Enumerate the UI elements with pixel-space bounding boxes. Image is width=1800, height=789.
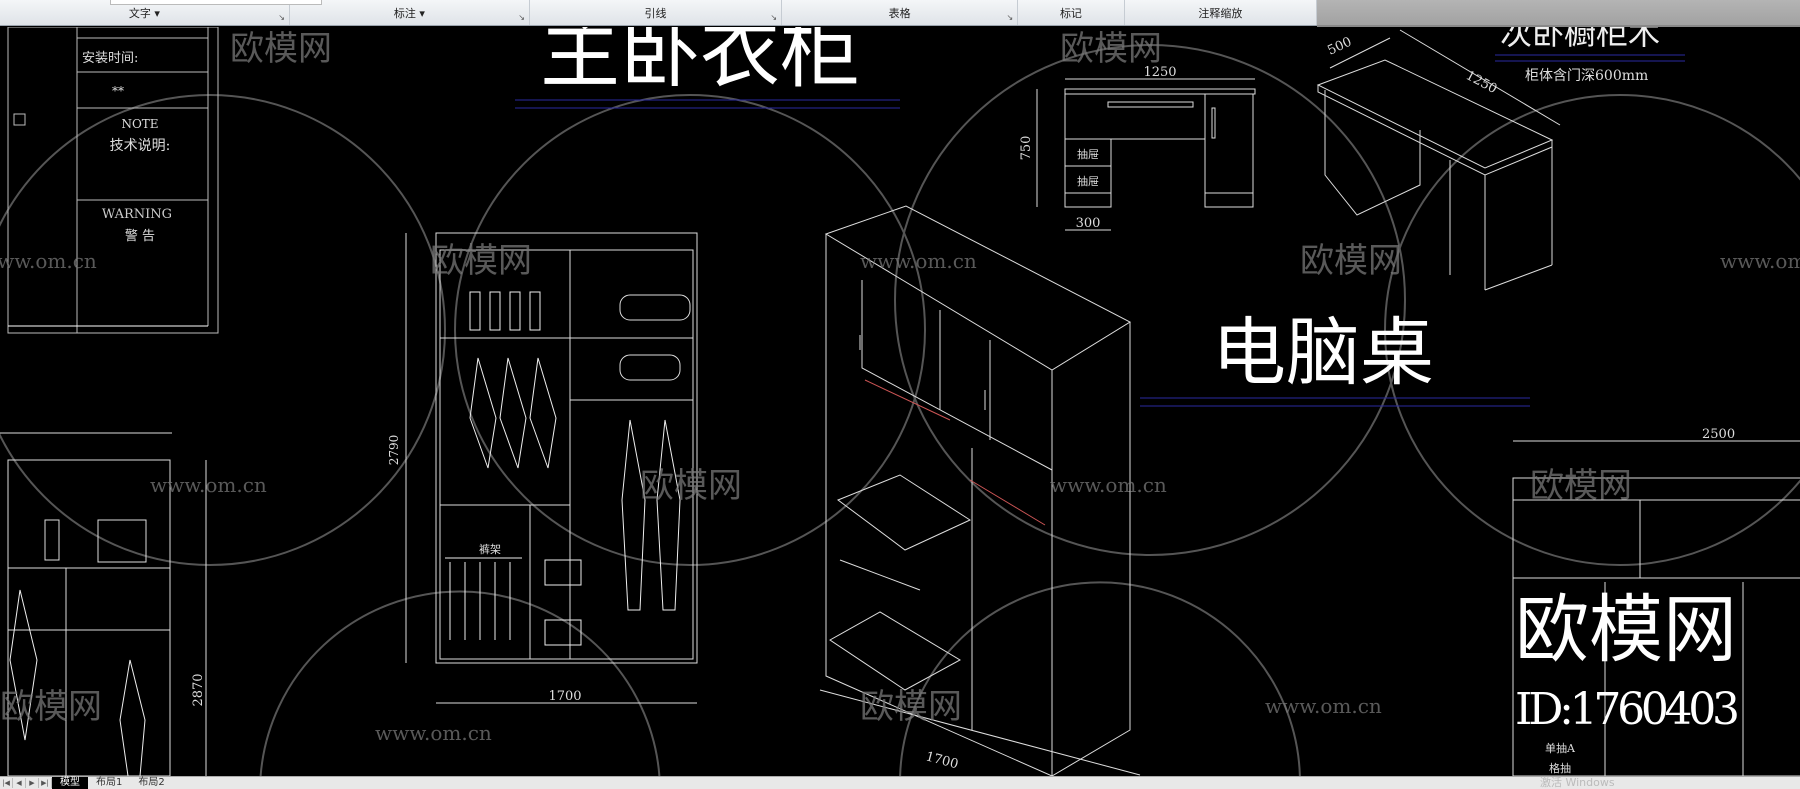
rack-label: 裤架 xyxy=(479,542,501,556)
watermark-logo: 欧模网 xyxy=(1060,29,1162,69)
desk-width-dim: 1250 xyxy=(1143,65,1176,80)
watermark-logo: 欧模网 xyxy=(1530,466,1632,506)
desk-front-elevation: 抽屉 抽屉 1250 750 300 xyxy=(1019,65,1256,231)
ribbon-empty-area xyxy=(1317,0,1800,27)
panel-launcher-icon[interactable]: ↘ xyxy=(1006,13,1014,22)
cabinet-note: 柜体含门深600mm xyxy=(1525,68,1648,84)
panel-launcher-icon[interactable]: ↘ xyxy=(278,13,285,22)
wardrobe-front-elevation: 裤架 2790 1700 xyxy=(387,232,698,704)
grid-drawer-label: 格抽 xyxy=(1549,761,1571,775)
drawer-label: 抽屉 xyxy=(1077,174,1099,188)
panel-label: 注释缩放 xyxy=(1198,6,1243,20)
iso-desk-width-dim: 1250 xyxy=(1463,68,1499,97)
watermark-url: www.om.cn xyxy=(375,721,492,745)
master-wardrobe-title: 主卧衣柜 xyxy=(540,27,860,99)
panel-label: 标记 xyxy=(1059,6,1082,20)
layout-tab-bar: |◀ ◀ ▶ ▶| 模型 布局1 布局2 激活 Windows xyxy=(0,776,1800,789)
watermark-big-logo: 欧模网 xyxy=(1515,587,1737,673)
tab-layout2[interactable]: 布局2 xyxy=(138,777,165,788)
ribbon-panel-annotation-scale[interactable]: 注释缩放 xyxy=(1125,0,1317,25)
drawer-label: 抽屉 xyxy=(1077,147,1099,161)
ribbon-input-box[interactable] xyxy=(110,0,322,5)
panel-label: 引线 xyxy=(644,6,667,20)
single-drawer-label: 单抽A xyxy=(1545,741,1576,755)
desk-height-dim: 750 xyxy=(1019,136,1034,161)
panel-launcher-icon[interactable]: ↘ xyxy=(770,13,778,22)
second-bedroom-title: 次卧橱柜木 xyxy=(1500,27,1660,52)
tab-model[interactable]: 模型 xyxy=(52,777,88,789)
tech-notes-label: 技术说明: xyxy=(110,138,171,154)
watermarks: 欧模网 欧模网 欧模网 欧模网 欧模网 欧模网 欧模网 欧模网 www.om.c… xyxy=(0,29,1800,745)
checkbox-icon xyxy=(13,113,26,126)
first-tab-icon[interactable]: |◀ xyxy=(0,778,13,788)
watermark-url: www.om.cn xyxy=(150,473,267,497)
tab-layout1[interactable]: 布局1 xyxy=(96,777,123,788)
annotation-ribbon: 文字 ▾ ↘ 标注 ▾ ↘ 引线 ↘ 表格 ↘ 标记 注释缩放 xyxy=(0,0,1317,26)
note-label: NOTE xyxy=(121,117,158,131)
watermark-logo: 欧模网 xyxy=(860,687,962,727)
watermark-id: ID:1760403 xyxy=(1515,684,1740,735)
ribbon-panel-leader[interactable]: 引线 ↘ xyxy=(530,0,783,25)
panel-label: 表格 xyxy=(888,6,911,20)
watermark-logo: 欧模网 xyxy=(640,466,742,506)
right-width-dim: 2500 xyxy=(1702,427,1735,442)
next-tab-icon[interactable]: ▶ xyxy=(26,778,39,788)
ribbon-panel-text[interactable]: 文字 ▾ ↘ xyxy=(0,0,290,25)
watermark-logo: 欧模网 xyxy=(230,29,332,69)
panel-label: 文字 ▾ xyxy=(128,6,160,20)
ribbon-panel-dimension[interactable]: 标注 ▾ ↘ xyxy=(290,0,530,25)
left-height-dim: 2870 xyxy=(191,673,206,706)
watermark-url: www.om.cn xyxy=(860,249,977,273)
iso-desk-depth-dim: 500 xyxy=(1325,35,1354,59)
watermark-logo: 欧模网 xyxy=(1300,241,1402,281)
watermark-logo: 欧模网 xyxy=(430,241,532,281)
warning-label: WARNING xyxy=(102,207,172,222)
watermark-url: www.om.cn xyxy=(1050,473,1167,497)
ribbon-panel-markup[interactable]: 标记 xyxy=(1018,0,1125,25)
watermark-logo: 欧模网 xyxy=(0,687,102,727)
activate-windows-text: 激活 Windows xyxy=(1540,776,1615,789)
desk-title: 电脑桌 xyxy=(1212,310,1434,396)
watermark-url: www.om.cn xyxy=(1720,249,1800,273)
wardrobe-height-dim: 2790 xyxy=(387,435,401,466)
cad-drawing: 安装时间: ** NOTE 技术说明: WARNING 警 告 主卧衣柜 电脑桌… xyxy=(0,27,1800,776)
last-tab-icon[interactable]: ▶| xyxy=(39,778,52,788)
wardrobe-width-dim: 1700 xyxy=(548,689,581,704)
stars-text: ** xyxy=(112,84,124,98)
watermark-url: www.om.cn xyxy=(0,249,97,273)
watermark-circles xyxy=(0,44,1800,776)
panel-launcher-icon[interactable]: ↘ xyxy=(518,13,525,22)
ribbon-panel-table[interactable]: 表格 ↘ xyxy=(782,0,1019,25)
iso-width-dim: 1700 xyxy=(924,749,960,772)
prev-tab-icon[interactable]: ◀ xyxy=(13,778,26,788)
desk-drawer-width-dim: 300 xyxy=(1076,216,1101,231)
left-wardrobe-elevation: 2870 xyxy=(0,432,207,776)
panel-label: 标注 ▾ xyxy=(393,6,425,20)
watermark-url: www.om.cn xyxy=(1265,694,1382,718)
install-time-label: 安装时间: xyxy=(82,51,138,66)
warning-cn-label: 警 告 xyxy=(125,228,155,244)
drawing-canvas[interactable]: 安装时间: ** NOTE 技术说明: WARNING 警 告 主卧衣柜 电脑桌… xyxy=(0,27,1800,776)
right-wardrobe-elevation: 2500 单抽A 格抽 xyxy=(1512,427,1800,776)
title-block: 安装时间: ** NOTE 技术说明: WARNING 警 告 xyxy=(7,27,219,334)
